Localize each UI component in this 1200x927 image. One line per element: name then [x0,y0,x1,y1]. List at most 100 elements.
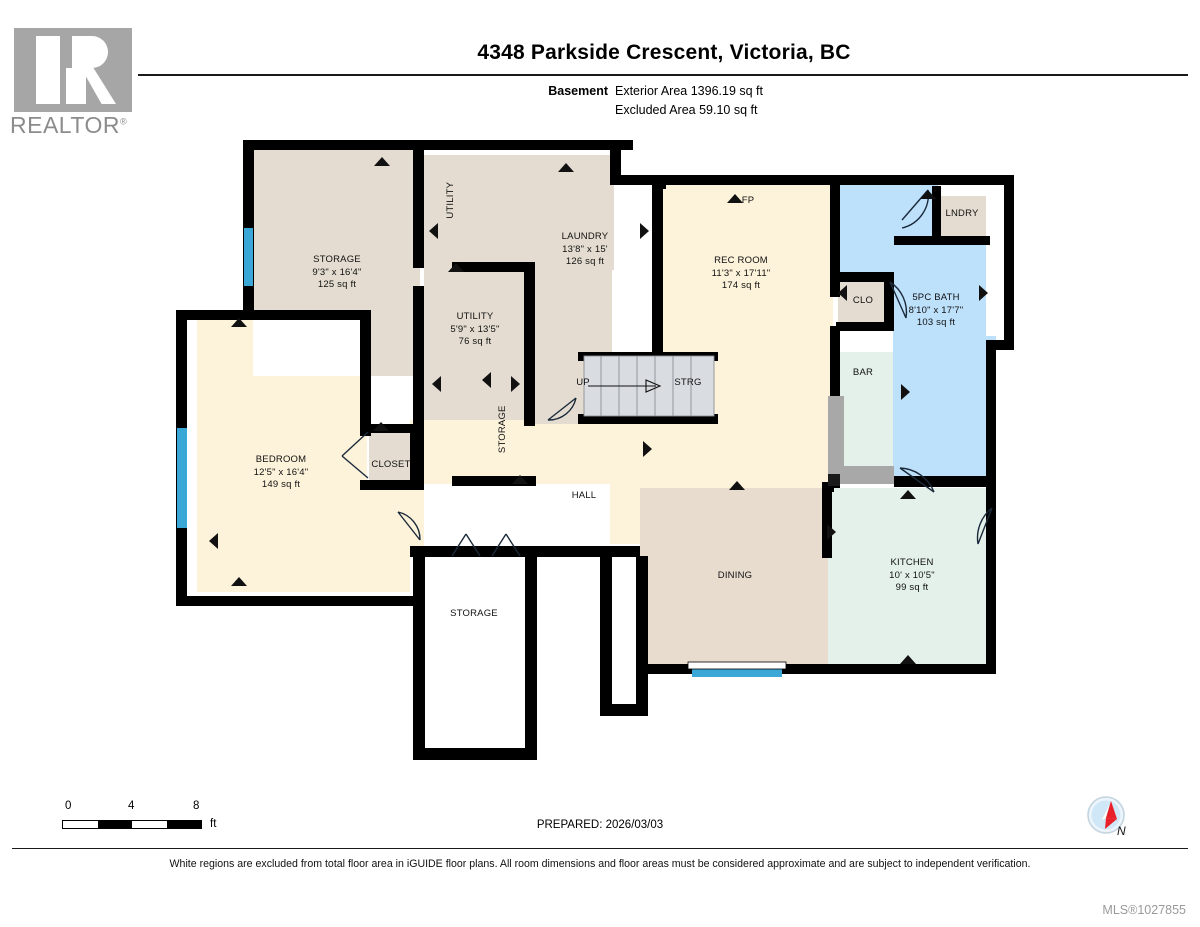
wall-clo-bottom [836,322,894,331]
wall-kitchen-top [822,482,834,492]
camera-marker [373,422,389,431]
camera-marker [512,475,528,484]
wall-stairs-bottom [578,414,718,424]
exterior-area-text: Exterior Area 1396.19 sq ft [615,84,764,98]
camera-marker [827,524,836,540]
camera-marker [482,372,491,388]
wall-storage-bottom-right [525,556,537,760]
wall-storage-mid-left [600,556,612,716]
title-divider [138,74,1188,76]
room-label-utility-vertical: UTILITY [445,170,458,230]
wall-closet-bottom [360,480,424,490]
excluded-area-text: Excluded Area 59.10 sq ft [615,103,758,117]
room-label-clo: CLO [838,295,888,308]
room-name: LAUNDRY [561,231,609,242]
wall-storage-mid-right [636,556,648,716]
room-label-hall: HALL [558,490,610,503]
camera-marker [432,376,441,392]
door-clo-bath [889,281,908,319]
disclaimer-text: White regions are excluded from total fl… [169,858,1031,870]
room-name: STORAGE [450,608,498,619]
room-label-rec-room: REC ROOM 11'3" x 17'11" 174 sq ft [686,255,796,293]
wall-utility-inner-right [524,262,535,426]
room-area: 99 sq ft [895,582,929,593]
camera-markers [209,157,988,664]
room-name: BAR [852,367,874,378]
room-fills [197,148,996,752]
camera-marker [558,163,574,172]
camera-marker [429,223,438,239]
wall-top-mid [610,140,621,185]
room-fill-kitchen [828,488,996,664]
camera-marker [231,318,247,327]
room-fill-bar [838,352,893,484]
wall-storage-utility-div2 [413,286,424,486]
door-stairs-hall [547,397,577,421]
scale-tick-8: 8 [193,800,200,812]
wall-storage-right-edge [360,310,371,436]
camera-marker [729,481,745,490]
room-dimensions: 8'10" x 17'7" [908,304,964,316]
room-fill-lndry-closet [938,196,986,240]
stairs-direction-arrow [645,379,662,393]
scale-bar-track [62,820,202,829]
wall-clo-right [884,272,894,330]
wall-rec-left [652,180,663,356]
room-name: BEDROOM [255,454,307,465]
wall-lndry-bottom [894,236,990,245]
camera-marker [209,533,218,549]
room-fill-laundry-top [424,155,614,270]
wall-storage-utility-div [413,148,424,268]
bar-counter-horizontal [828,466,894,484]
room-area: 126 sq ft [565,256,605,267]
room-label-storage-top: STORAGE 9'3" x 16'4" 125 sq ft [282,254,392,292]
window-bottom [692,668,782,677]
room-dimensions: 11'3" x 17'11" [711,267,771,279]
room-area: 149 sq ft [261,479,301,490]
wall-bar-kitchen [822,482,832,558]
camera-marker [979,285,988,301]
wall-utility-inner-bot [452,476,536,486]
room-name: KITCHEN [890,557,934,568]
room-name: UTILITY [456,311,494,322]
wall-top-left [243,140,633,150]
wall-bottom-right [636,664,996,674]
room-fill-storage-top [253,148,420,376]
room-fill-closet [369,430,413,484]
mls-number: MLS®1027855 [1102,903,1186,917]
room-fill-bedroom [197,318,410,592]
prepared-date: PREPARED: 2026/03/03 [536,819,664,831]
camera-marker [640,223,649,239]
wall-right-step-b [986,340,996,664]
room-dimensions: 9'3" x 16'4" [312,266,362,278]
room-label-closet: CLOSET [365,459,417,472]
page-title: 4348 Parkside Crescent, Victoria, BC [477,41,851,64]
camera-marker [900,490,916,499]
room-label-dining: DINING [700,570,770,583]
room-label-storage-bottom: STORAGE [430,608,518,621]
level-label: Basement [548,84,608,98]
room-name: REC ROOM [714,255,768,266]
realtor-r-bowl [72,36,108,68]
room-name: FP [741,195,755,206]
wall-right-outer [1004,175,1014,347]
room-name: STORAGE [496,405,508,454]
scale-segment [97,821,132,828]
room-name: STORAGE [313,254,361,265]
wall-clo-top [836,272,894,282]
wall-closet-right [410,424,420,490]
camera-marker [900,655,916,664]
compass-needle-tail [1105,818,1117,829]
room-dimensions: 12'5" x 16'4" [253,466,309,478]
room-label-laundry: LAUNDRY 13'8" x 15' 126 sq ft [530,231,640,269]
wall-hall-bottom [410,546,640,557]
window-left-wing [177,428,187,528]
room-dimensions: 10' x 10'5" [889,569,935,581]
door-bedroom-hall [397,511,421,541]
room-area: 125 sq ft [317,279,357,290]
room-area: 103 sq ft [916,317,956,328]
scale-segment [166,821,201,828]
realtor-r-notch [66,68,86,104]
camera-marker [901,384,910,400]
